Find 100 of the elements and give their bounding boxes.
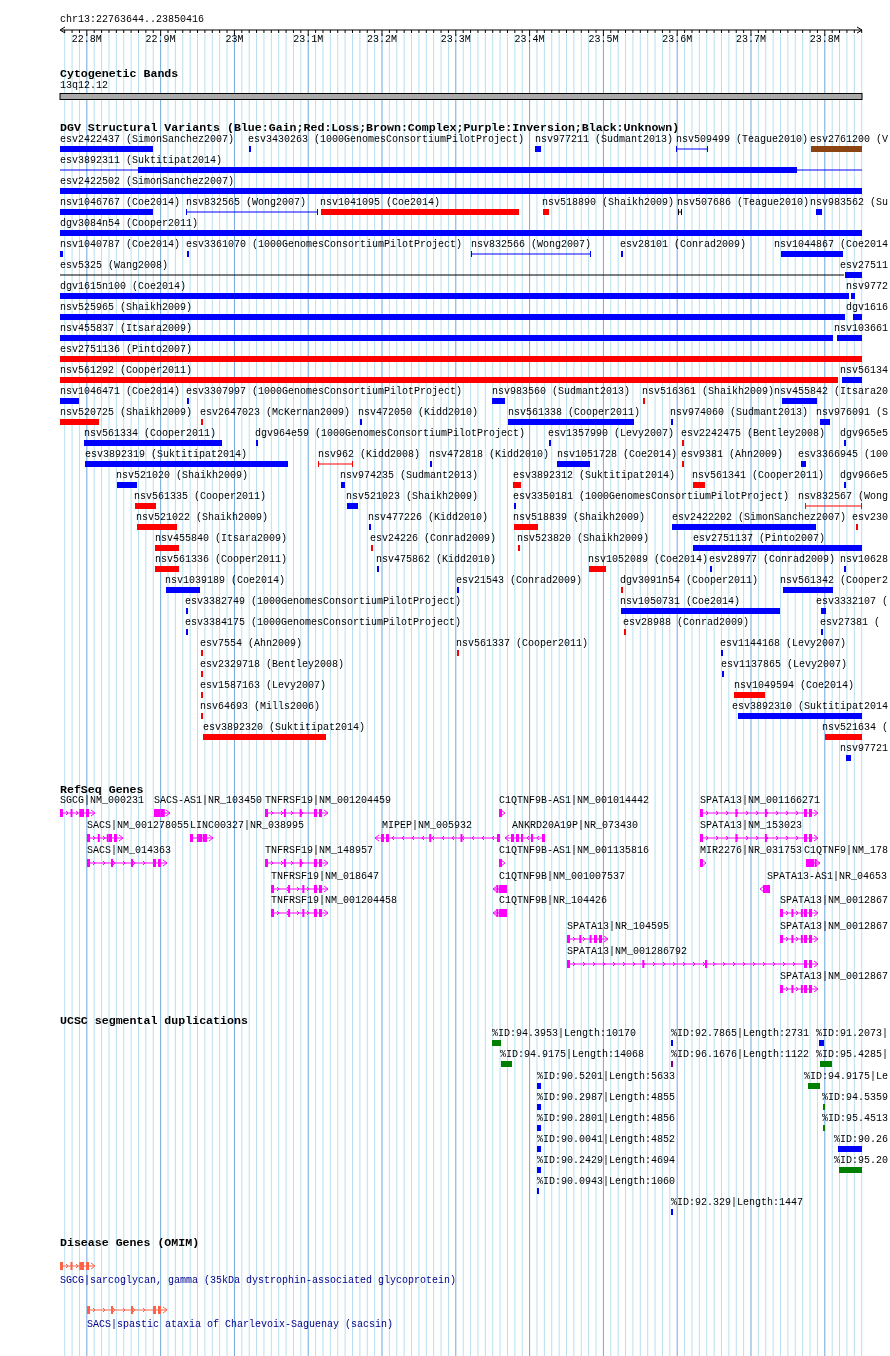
track-title: Disease Genes (OMIM) xyxy=(60,1236,200,1249)
scale-label: 23.6M xyxy=(662,34,693,46)
variant-label: nsv1044867 (Coe2014 xyxy=(773,239,888,251)
duplication-label: %ID:90.2987|Length:4855 xyxy=(537,1092,676,1104)
variant-label: nsv1050731 (Coe2014) xyxy=(620,596,741,608)
duplication-label: %ID:91.2073| xyxy=(816,1028,888,1040)
variant-label: esv2242475 (Bentley2008) xyxy=(681,428,826,440)
gene-label: TNFRSF19|NM_001204458 xyxy=(271,895,398,907)
variant-label: nsv1052089 (Coe2014) xyxy=(588,554,709,566)
variant-label: esv2329718 (Bentley2008) xyxy=(200,659,345,671)
variant-label: nsv976091 (S xyxy=(816,407,888,419)
variant-label: nsv477226 (Kidd2010) xyxy=(368,512,489,524)
variant-label: esv3307997 (1000GenomesConsortiumPilotProject) xyxy=(186,386,463,398)
disease-gene-label: SACS|spastic ataxia of Charlevoix-Saguenay (sacsin) xyxy=(87,1319,394,1331)
variant-label: nsv983562 (Su xyxy=(810,197,888,209)
gene-label: SPATA13|NM_0012867 xyxy=(779,895,888,907)
duplication-label: %ID:90.26 xyxy=(834,1134,888,1146)
variant-label: nsv832565 (Wong2007) xyxy=(186,197,307,209)
variant-label: nsv525965 (Shaikh2009) xyxy=(60,302,193,314)
variant-label: esv28977 (Conrad2009) xyxy=(709,554,836,566)
gene-label: TNFRSF19|NM_001204459 xyxy=(265,795,392,807)
variant-label: dgv964e59 (1000GenomesConsortiumPilotProject) xyxy=(255,428,526,440)
variant-label: nsv521634 ( xyxy=(822,722,888,734)
variant-label: esv1137865 (Levy2007) xyxy=(721,659,848,671)
duplication-label: %ID:94.9175|Le xyxy=(804,1071,888,1083)
gene-label: C1QTNF9B|NR_104426 xyxy=(499,895,608,907)
variant-label: esv3892310 (Suktitipat2014 xyxy=(731,701,888,713)
variant-label: nsv561292 (Cooper2011) xyxy=(60,365,193,377)
variant-label: esv2751137 (Pinto2007) xyxy=(693,533,826,545)
gene-label: SACS|NM_001278055 xyxy=(87,820,190,832)
variant-label: dgv966e5 xyxy=(840,470,888,482)
scale-label: 23.4M xyxy=(514,34,545,46)
scale-label: 22.8M xyxy=(71,34,102,46)
variant-label: esv3430263 (1000GenomesConsortiumPilotProject) xyxy=(248,134,525,146)
scale-label: 23.1M xyxy=(293,34,324,46)
variant-label: nsv977211 (Sudmant2013) xyxy=(535,134,674,146)
gene-label: TNFRSF19|NM_018647 xyxy=(271,871,380,883)
variant-label: esv2751136 (Pinto2007) xyxy=(60,344,193,356)
variant-label: nsv97721 xyxy=(840,743,888,755)
variant-label: esv3332107 ( xyxy=(816,596,888,608)
variant-label: nsv455840 (Itsara2009) xyxy=(155,533,288,545)
variant-label: dgv3091n54 (Cooper2011) xyxy=(620,575,759,587)
variant-label: nsv9772 xyxy=(846,281,888,293)
variant-label: nsv832567 (Wong xyxy=(798,491,888,503)
variant-label: nsv507686 (Teague2010) xyxy=(677,197,810,209)
variant-label: esv2422437 (SimonSanchez2007) xyxy=(60,134,235,146)
track-title: Cytogenetic Bands xyxy=(60,67,179,80)
gene-label: SACS-AS1|NR_103450 xyxy=(154,795,263,807)
variant-label: esv24226 (Conrad2009) xyxy=(370,533,497,545)
variant-label: nsv974235 (Sudmant2013) xyxy=(340,470,479,482)
gene-label: SPATA13|NM_001286792 xyxy=(567,946,688,958)
variant-label: nsv518839 (Shaikh2009) xyxy=(513,512,646,524)
variant-label: nsv518890 (Shaikh2009) xyxy=(542,197,675,209)
variant-label: nsv983560 (Sudmant2013) xyxy=(492,386,631,398)
gene-label: SGCG|NM_000231 xyxy=(60,795,144,807)
duplication-label: %ID:90.0943|Length:1060 xyxy=(537,1176,676,1188)
variant-label: nsv521020 (Shaikh2009) xyxy=(116,470,249,482)
variant-label: esv28101 (Conrad2009) xyxy=(620,239,747,251)
gene-label: SPATA13|NM_0012867 xyxy=(779,971,888,983)
duplication-label: %ID:95.20 xyxy=(834,1155,888,1167)
disease-gene-label: SGCG|sarcoglycan, gamma (35kDa dystrophin-associated glycoprotein) xyxy=(60,1275,457,1287)
variant-label: esv2761200 (V xyxy=(810,134,888,146)
gene-label: TNFRSF19|NM_148957 xyxy=(265,845,374,857)
variant-label: nsv516361 (Shaikh2009) xyxy=(642,386,775,398)
variant-label: esv28988 (Conrad2009) xyxy=(623,617,750,629)
variant-label: nsv475862 (Kidd2010) xyxy=(376,554,497,566)
scale-label: 23.3M xyxy=(440,34,471,46)
duplication-label: %ID:90.0041|Length:4852 xyxy=(537,1134,676,1146)
variant-label: esv3366945 (100 xyxy=(798,449,888,461)
variant-label: nsv1046767 (Coe2014) xyxy=(60,197,181,209)
duplication-label: %ID:90.2801|Length:4856 xyxy=(537,1113,676,1125)
scale-label: 23M xyxy=(225,34,244,46)
variant-label: nsv561341 (Cooper2011) xyxy=(692,470,825,482)
variant-label: nsv974060 (Sudmant2013) xyxy=(670,407,809,419)
variant-label: nsv56134 xyxy=(840,365,888,377)
gene-label: SPATA13-AS1|NR_04653 xyxy=(767,871,888,883)
variant-label: esv5325 (Wang2008) xyxy=(60,260,169,272)
track-title: RefSeq Genes xyxy=(60,783,144,796)
gene-label: SPATA13|NM_001166271 xyxy=(700,795,821,807)
gene-label: C1QTNF9B-AS1|NM_001135816 xyxy=(499,845,650,857)
variant-label: esv3384175 (1000GenomesConsortiumPilotProject) xyxy=(185,617,462,629)
gene-label: SPATA13|NM_153023 xyxy=(700,820,803,832)
gene-label: ANKRD20A19P|NR_073430 xyxy=(512,820,639,832)
variant-label: esv2422202 (SimonSanchez2007) xyxy=(672,512,847,524)
variant-label: esv3892311 (Suktitipat2014) xyxy=(60,155,223,167)
duplication-label: %ID:92.329|Length:1447 xyxy=(671,1197,804,1209)
variant-label: esv27511 xyxy=(840,260,888,272)
variant-label: esv3382749 (1000GenomesConsortiumPilotProject) xyxy=(185,596,462,608)
variant-label: esv27381 ( xyxy=(820,617,880,629)
variant-label: nsv1049594 (Coe2014) xyxy=(734,680,855,692)
variant-label: nsv523820 (Shaikh2009) xyxy=(517,533,650,545)
gene-label: C1QTNF9B|NM_001007537 xyxy=(499,871,626,883)
variant-label: esv3892320 (Suktitipat2014) xyxy=(203,722,366,734)
variant-label: esv2647023 (McKernan2009) xyxy=(200,407,351,419)
position-label: chr13:22763644..23850416 xyxy=(60,14,205,26)
variant-label: esv1357990 (Levy2007) xyxy=(548,428,675,440)
scale-label: 23.5M xyxy=(588,34,619,46)
duplication-label: %ID:94.5359 xyxy=(822,1092,888,1104)
scale-label: 23.7M xyxy=(736,34,766,46)
gene-label: SPATA13|NM_0012867 xyxy=(779,921,888,933)
